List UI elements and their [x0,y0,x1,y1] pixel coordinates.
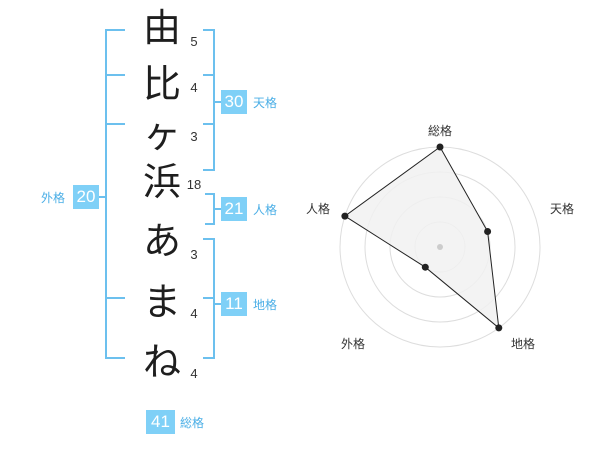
gaikaku-tick-2 [105,123,125,125]
tenkaku-bracket-bottom [203,169,215,171]
gaikaku-bracket-top [105,29,125,31]
gaikaku-value: 20 [73,185,99,209]
gaikaku-bracket-bottom [105,357,125,359]
gaikaku-tick-1 [105,74,125,76]
stroke-count-4: 18 [186,177,202,192]
jinkaku-value: 21 [221,197,247,221]
stroke-count-7: 4 [190,366,198,381]
stroke-count-5: 3 [190,247,198,262]
jinkaku-connector [215,208,223,210]
radar-label-chikaku: 地格 [511,337,536,351]
tenkaku-bracket-top [203,29,215,31]
radar-point-4 [421,263,429,271]
gaikaku-tick-4 [97,196,105,198]
jinkaku-bracket [213,193,215,225]
gaikaku-tick-3 [105,297,125,299]
chikaku-bracket-bottom [203,357,215,359]
radar-point-2 [484,228,492,235]
name-char-2: 比 [142,62,181,106]
name-char-5: あ [142,219,181,263]
tenkaku-connector [215,101,223,103]
jinkaku-bracket-top [205,193,215,195]
name-char-4: 浜 [142,160,181,204]
tenkaku-bracket [213,29,215,171]
radar-label-tenkaku: 天格 [550,202,575,216]
chikaku-value: 11 [221,292,247,316]
gaikaku-label: 外格 [41,191,66,205]
name-char-6: ま [142,280,181,324]
gaikaku-bracket [105,29,107,359]
soukaku-label: 総格 [180,416,205,430]
chikaku-connector [215,303,223,305]
radar-polygon [344,146,500,330]
tenkaku-value: 30 [221,90,247,114]
tenkaku-label: 天格 [253,96,278,110]
soukaku-value: 41 [146,410,175,434]
name-char-7: ね [142,340,181,384]
stroke-count-3: 3 [190,129,198,144]
jinkaku-label: 人格 [253,203,278,217]
radar-point-1 [436,143,444,151]
radar-point-3 [495,324,503,332]
name-char-1: 由 [142,6,181,50]
jinkaku-bracket-bottom [205,223,215,225]
stroke-count-2: 4 [190,80,198,95]
chikaku-label: 地格 [253,298,278,312]
tenkaku-tick-1 [203,74,215,76]
radar-point-5 [341,212,349,220]
chikaku-bracket-top [203,238,215,240]
radar-label-jinkaku: 人格 [306,202,331,216]
stroke-count-1: 5 [190,34,198,49]
tenkaku-tick-2 [203,123,215,125]
radar-label-soukaku: 総格 [428,124,453,138]
chikaku-tick-1 [203,297,215,299]
name-char-3: ヶ [142,112,181,156]
stroke-count-6: 4 [190,306,198,321]
radar-label-gaikaku: 外格 [341,337,366,351]
radar-center-dot [437,244,443,250]
